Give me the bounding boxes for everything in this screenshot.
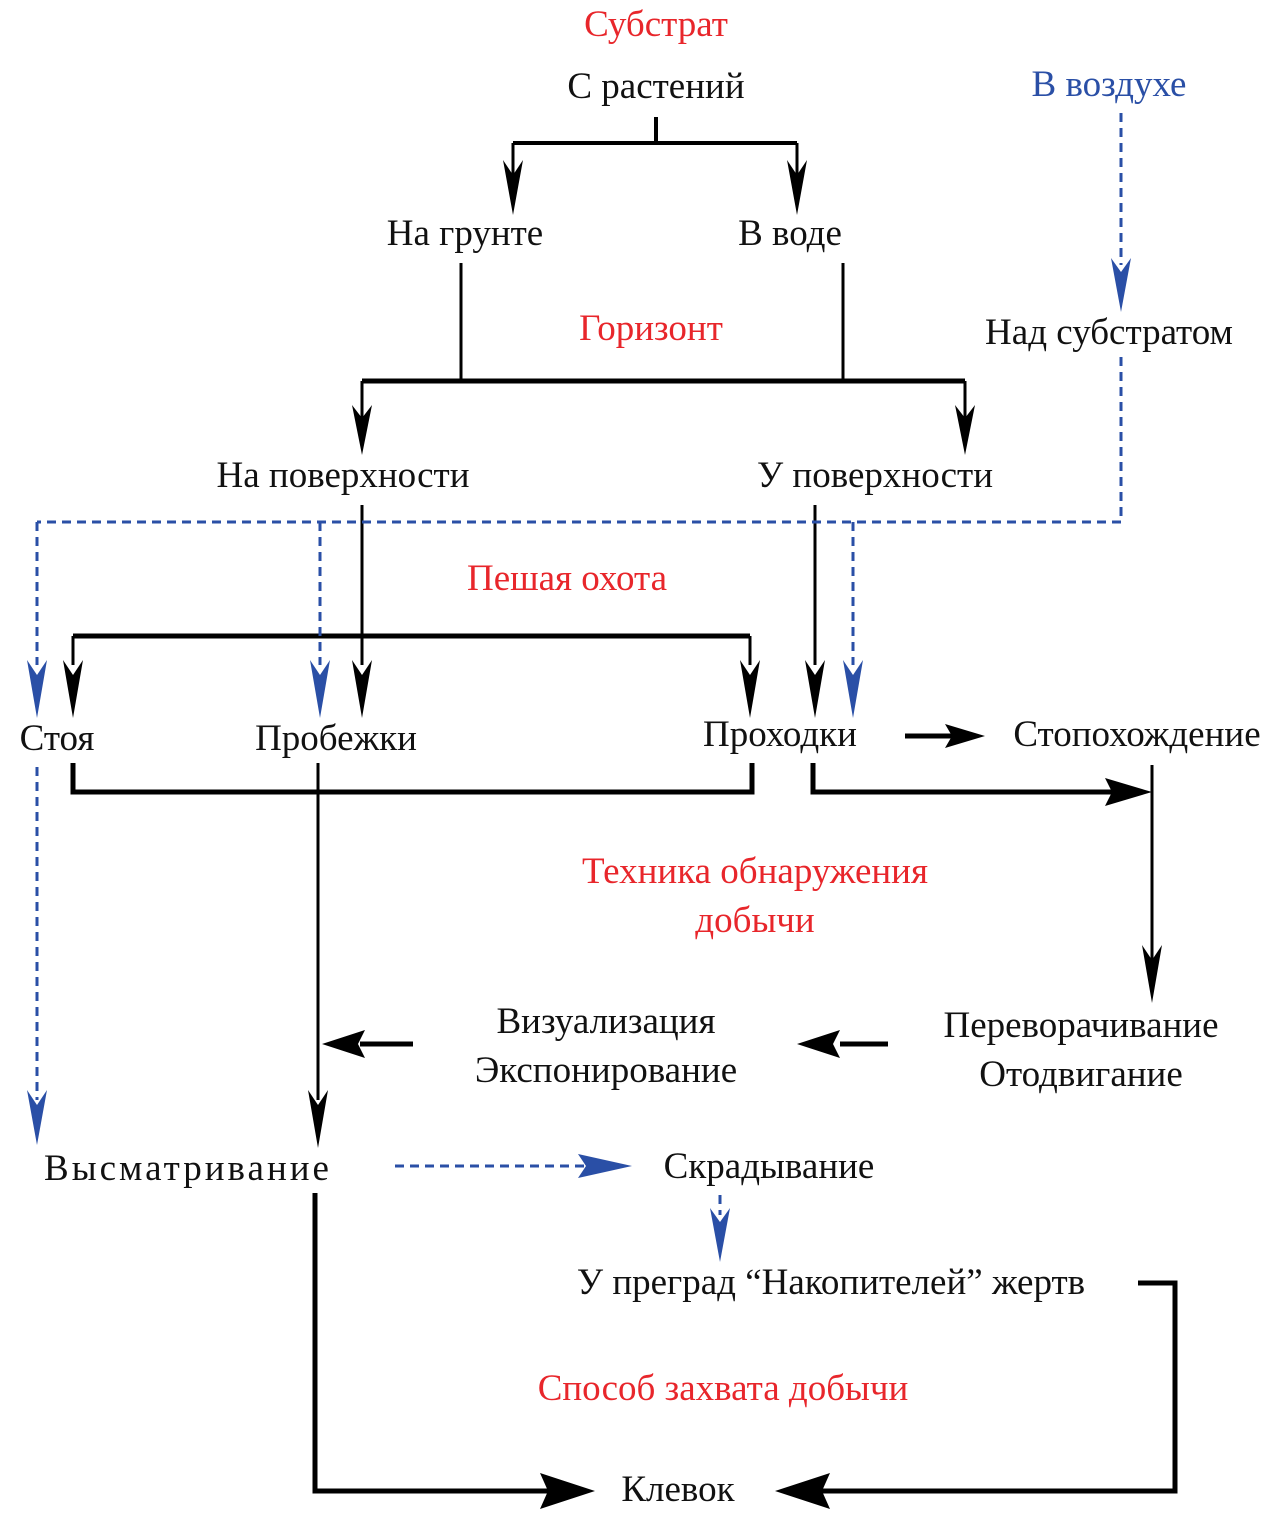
category-foot-hunting: Пешая охота [466, 558, 668, 599]
arrowhead-runs-black [352, 660, 372, 718]
node-on-surface: На поверхности [216, 455, 470, 496]
arrowhead-standing-blue [27, 660, 47, 718]
line-standing-walks-join [70, 763, 755, 795]
arrowhead-turning [1142, 945, 1162, 1003]
node-foot-stirring: Стопохождение [1013, 714, 1261, 755]
category-horizon: Горизонт [579, 308, 723, 349]
arrowhead-walks-blue [843, 660, 863, 718]
node-turning: Переворачивание Отодвигание [943, 1005, 1219, 1095]
node-near-surface: У поверхности [756, 455, 994, 496]
arrowhead-standing-black [63, 660, 83, 718]
arrowhead-peck-right [775, 1473, 830, 1509]
node-from-plants: С растений [567, 66, 745, 107]
arrowhead-to-turning-line [1105, 778, 1152, 806]
arrowhead-visual-left [322, 1030, 365, 1058]
category-detection-technique: Техника обнаружения добычи [581, 851, 929, 941]
node-watching: Высматривание [44, 1148, 332, 1189]
arrowhead-on-ground [503, 160, 523, 215]
category-capture-method: Способ захвата добычи [537, 1368, 909, 1409]
line-barriers-to-peck [815, 1280, 1178, 1494]
node-peck: Клевок [621, 1469, 735, 1510]
node-standing: Стоя [19, 718, 95, 759]
arrowhead-watching-blue [27, 1090, 47, 1145]
node-on-ground: На грунте [386, 213, 544, 254]
arrowhead-watching [308, 1090, 328, 1148]
line-walks-to-turning [810, 763, 1120, 795]
arrowhead-near-surface [955, 405, 975, 455]
arrowhead-barriers [710, 1208, 730, 1262]
arrowhead-walks-near [805, 660, 825, 718]
line-watching-to-peck [312, 1193, 555, 1494]
arrowhead-stalking [578, 1154, 632, 1178]
node-in-air: В воздухе [1031, 64, 1187, 105]
node-runs: Пробежки [255, 718, 417, 759]
arrowhead-in-water [787, 160, 807, 215]
arrowhead-peck-left [540, 1473, 595, 1509]
node-at-barriers: У преград “Накопителей” жертв [576, 1262, 1086, 1303]
node-visualization: Визуализация Экспонирование [474, 1001, 738, 1091]
category-substrate: Субстрат [584, 4, 728, 45]
arrowhead-on-surface [352, 405, 372, 455]
arrow-from-plants-split [513, 117, 797, 145]
node-stalking: Скрадывание [663, 1146, 875, 1187]
arrowhead-stirring [945, 724, 985, 748]
arrowhead-above-substrate [1111, 258, 1131, 312]
node-walks: Проходки [703, 714, 857, 755]
arrowhead-runs-blue [310, 660, 330, 718]
node-above-substrate: Над субстратом [985, 312, 1233, 353]
node-in-water: В воде [738, 213, 842, 254]
arrowhead-turning-left [797, 1030, 840, 1058]
arrowhead-walks-black [740, 660, 760, 718]
dashed-above-to-branch [37, 357, 1123, 524]
